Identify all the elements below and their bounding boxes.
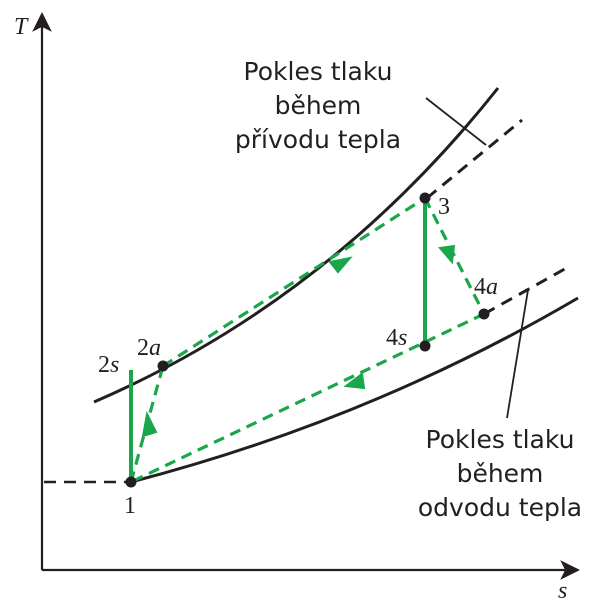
label-3: 3 <box>438 194 450 220</box>
heat-addition-line <box>162 196 426 368</box>
label-4a-subscript: a <box>486 274 498 300</box>
heat-rejection-line-3: odvodu tepla <box>418 493 582 522</box>
t-axis-label: T <box>14 14 29 40</box>
state-point-4a <box>478 308 490 320</box>
heat-rejection-line <box>130 312 485 484</box>
high-pressure-isobar <box>93 87 500 404</box>
expansion-arrow-icon <box>438 244 456 265</box>
compression-arrow-icon <box>141 410 158 438</box>
state-point-3 <box>419 192 431 204</box>
high-pressure-isobar-extension <box>426 118 523 200</box>
s-axis-label: s <box>558 578 567 600</box>
label-4s: 4s <box>386 325 407 351</box>
label-4s-subscript: s <box>398 325 407 351</box>
label-1: 1 <box>124 493 136 519</box>
state-point-2a <box>157 360 169 372</box>
state-point-4s <box>419 340 431 352</box>
label-4a-number: 4 <box>474 274 486 300</box>
heat-addition-line-1: Pokles tlaku <box>244 57 393 86</box>
heat-rejection-leader-line <box>506 289 529 419</box>
low-pressure-isobar <box>130 296 579 484</box>
state-point-1 <box>125 476 137 488</box>
label-2a-subscript: a <box>149 335 161 361</box>
heat-addition-line-2: během <box>275 91 362 120</box>
heat-addition-arrow-icon <box>328 256 353 274</box>
heat-addition-leader-line <box>425 97 487 146</box>
heat-rejection-line-1: Pokles tlaku <box>426 425 575 454</box>
low-pressure-isobar-extension <box>483 264 571 316</box>
label-4a: 4a <box>474 274 498 300</box>
heat-addition-line-3: přívodu tepla <box>235 125 401 154</box>
label-4s-number: 4 <box>386 325 398 351</box>
label-2a-number: 2 <box>137 335 149 361</box>
label-2s: 2s <box>98 352 119 378</box>
heat-rejection-line-2: během <box>457 459 544 488</box>
heat-rejection-arrow-icon <box>343 372 366 390</box>
label-2s-number: 2 <box>98 352 110 378</box>
heat-addition-annotation: Pokles tlaku během přívodu tepla <box>235 57 487 154</box>
label-2s-subscript: s <box>110 352 119 378</box>
actual-expansion-line <box>423 197 486 315</box>
heat-rejection-annotation: Pokles tlaku během odvodu tepla <box>418 289 582 522</box>
label-2a: 2a <box>137 335 161 361</box>
